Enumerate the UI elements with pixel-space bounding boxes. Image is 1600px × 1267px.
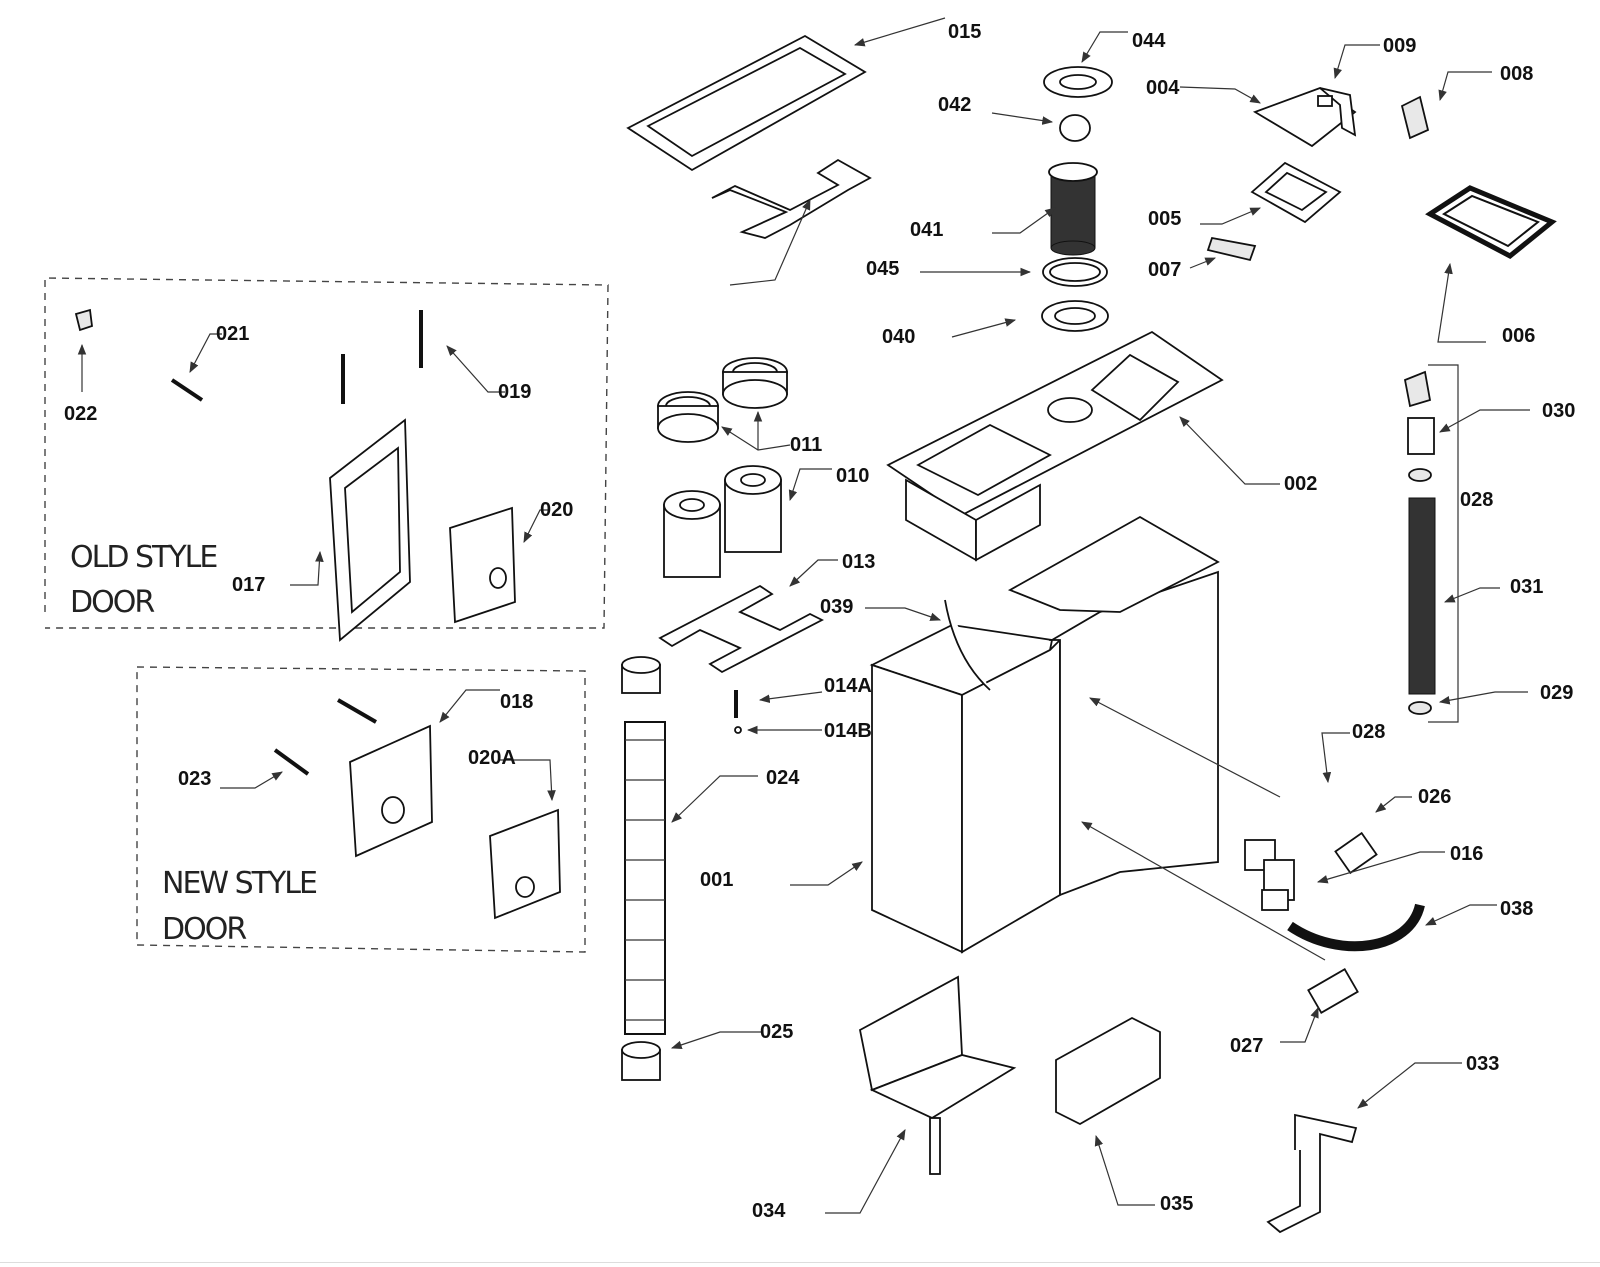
label-019: 019: [498, 381, 531, 403]
part-004-plate: [1252, 86, 1357, 148]
label-016: 016: [1450, 843, 1483, 865]
label-011: 011: [790, 434, 822, 456]
label-041: 041: [910, 219, 943, 241]
label-042: 042: [938, 94, 971, 116]
new-style-door-group: NEW STYLE DOOR: [136, 666, 586, 953]
label-028: 028: [1352, 721, 1385, 743]
part-022-nut: [74, 308, 93, 332]
bottom-rule: [0, 1262, 1600, 1263]
label-021: 021: [216, 323, 249, 345]
part-042-ball: [1059, 114, 1091, 142]
part-026-knob: [1334, 831, 1378, 875]
part-020-panel: [449, 506, 516, 624]
part-015-tray: [626, 34, 867, 172]
label-024: 024: [766, 767, 800, 789]
new-style-caption-line1: NEW STYLE: [162, 866, 317, 901]
label-026: 026: [1418, 786, 1451, 808]
part-010-knobs: [663, 465, 782, 578]
part-007: [1206, 236, 1257, 262]
part-038-hose: [1287, 903, 1425, 952]
label-035: 035: [1160, 1193, 1193, 1215]
label-045: 045: [866, 258, 899, 280]
part-021-screw: [170, 378, 204, 402]
old-style-caption-line1: OLD STYLE: [70, 540, 217, 575]
label-008: 008: [1500, 63, 1533, 85]
part-014b-clip: [734, 726, 742, 734]
label-007: 007: [1148, 259, 1181, 281]
part-023-screw: [273, 748, 310, 776]
label-028-column: 028: [1460, 489, 1493, 511]
label-027: 027: [1230, 1035, 1263, 1057]
label-001: 001: [700, 869, 733, 891]
label-018: 018: [500, 691, 533, 713]
label-022: 022: [64, 403, 97, 425]
part-031-column: [1403, 364, 1459, 723]
part-016-valve: [1244, 839, 1295, 911]
part-041-screen: [1048, 162, 1098, 256]
part-018-door: [349, 724, 433, 858]
label-038: 038: [1500, 898, 1533, 920]
label-009: 009: [1383, 35, 1416, 57]
label-025: 025: [760, 1021, 793, 1043]
part-008-clip: [1400, 95, 1430, 140]
label-015: 015: [948, 21, 981, 43]
part-001-tank: [869, 515, 1220, 954]
label-014a: 014A: [824, 675, 872, 697]
part-002-top-panel: [886, 330, 1224, 562]
old-style-caption-line2: DOOR: [70, 585, 154, 620]
label-017: 017: [232, 574, 265, 596]
part-035-block: [1055, 1016, 1161, 1126]
part-017-door-frame: [329, 418, 411, 642]
label-004: 004: [1146, 77, 1180, 99]
label-034: 034: [752, 1200, 786, 1222]
label-014b: 014B: [824, 720, 872, 742]
label-005: 005: [1148, 208, 1181, 230]
label-039: 039: [820, 596, 853, 618]
part-034-bracket: [858, 975, 1017, 1175]
label-020a: 020A: [468, 747, 516, 769]
part-013-plate: [658, 584, 824, 674]
old-style-door-group: OLD STYLE DOOR: [44, 277, 609, 629]
label-044: 044: [1132, 30, 1166, 52]
label-020: 020: [540, 499, 573, 521]
label-023: 023: [178, 768, 211, 790]
label-031: 031: [1510, 576, 1543, 598]
part-011-rings: [657, 357, 788, 443]
label-013: 013: [842, 551, 875, 573]
label-033: 033: [1466, 1053, 1499, 1075]
part-006-frame: [1425, 185, 1557, 259]
label-040: 040: [882, 326, 915, 348]
label-010: 010: [836, 465, 869, 487]
label-030: 030: [1542, 400, 1575, 422]
part-033-bracket: [1266, 1113, 1358, 1234]
label-002: 002: [1284, 473, 1317, 495]
part-labels: 015 044 042 004 009 008 041 005 045 007 …: [64, 21, 1575, 1222]
part-h-bracket: [711, 158, 872, 239]
part-024-spring: [621, 656, 666, 1081]
part-005-gasket: [1250, 161, 1342, 224]
part-020a-panel: [489, 808, 561, 920]
label-006: 006: [1502, 325, 1535, 347]
part-027-knob: [1307, 968, 1359, 1014]
new-style-caption-line2: DOOR: [162, 912, 246, 947]
label-029: 029: [1540, 682, 1573, 704]
leader-lines: [77, 17, 1530, 1214]
